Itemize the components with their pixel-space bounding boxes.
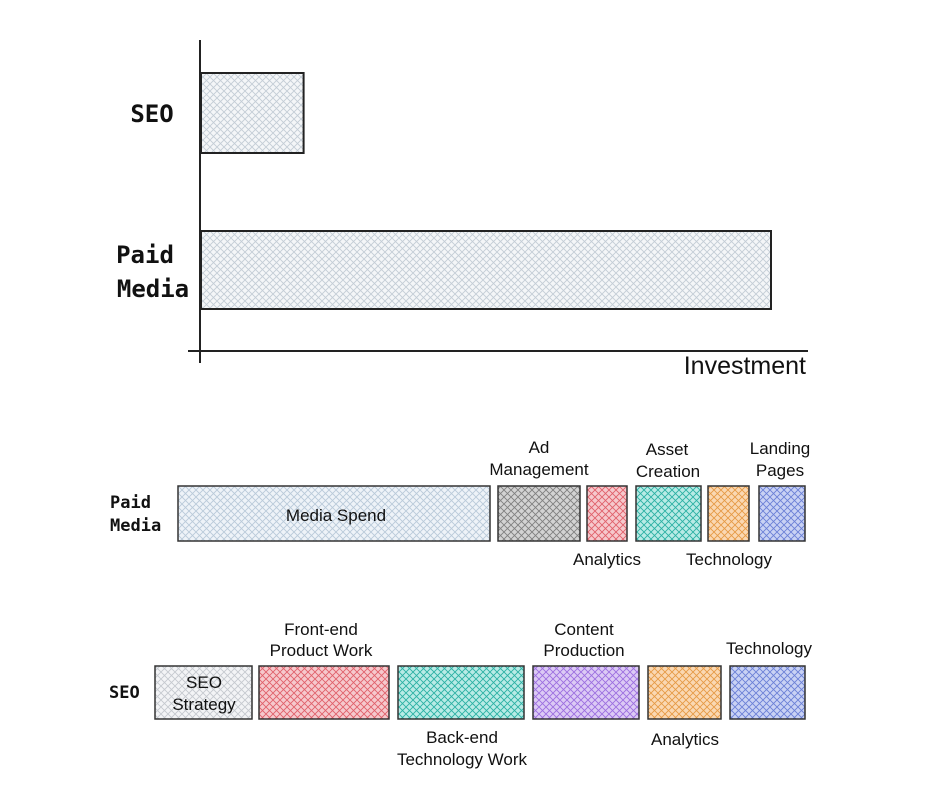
front-end-label-line2: Product Work bbox=[270, 641, 373, 660]
landing-pages-label-line2: Pages bbox=[756, 461, 804, 480]
block-content-production bbox=[532, 665, 640, 720]
row-label-seo: SEO bbox=[109, 683, 140, 703]
ad-management-label-line2: Management bbox=[489, 460, 589, 479]
row-label-paid-media-line2: Media bbox=[110, 516, 161, 536]
back-end-label-line2: Technology Work bbox=[397, 750, 528, 769]
seo-strategy-label-line1: SEO bbox=[186, 673, 222, 692]
back-end-label-line1: Back-end bbox=[426, 728, 498, 747]
block-media-spend bbox=[177, 485, 491, 542]
asset-creation-label-line2: Creation bbox=[636, 462, 700, 481]
bar-paid-media bbox=[200, 230, 772, 310]
content-production-label-line2: Production bbox=[543, 641, 624, 660]
block-technology bbox=[707, 485, 750, 542]
seo-breakdown: SEO SEO Strategy Front-end Product Work … bbox=[109, 620, 812, 769]
block-media-spend-label: Media Spend bbox=[286, 506, 386, 525]
technology-label: Technology bbox=[686, 550, 773, 569]
block-landing-pages bbox=[758, 485, 806, 542]
seo-analytics-label: Analytics bbox=[651, 730, 719, 749]
block-front-end-product-work bbox=[258, 665, 390, 720]
x-axis-label: Investment bbox=[684, 352, 806, 380]
bar-label-paid-media-line1: Paid bbox=[116, 241, 174, 269]
block-ad-management bbox=[497, 485, 581, 542]
bar-seo bbox=[200, 72, 305, 154]
analytics-label: Analytics bbox=[573, 550, 641, 569]
bar-label-paid-media-line2: Media bbox=[117, 275, 189, 303]
landing-pages-label-line1: Landing bbox=[750, 439, 811, 458]
block-asset-creation bbox=[635, 485, 702, 542]
ad-management-label-line1: Ad bbox=[529, 438, 550, 457]
bar-label-seo: SEO bbox=[130, 100, 173, 128]
paid-media-breakdown: Paid Media Media Spend Ad Management Ana… bbox=[110, 438, 810, 569]
block-seo-strategy bbox=[154, 665, 253, 720]
front-end-label-line1: Front-end bbox=[284, 620, 358, 639]
seo-strategy-label-line2: Strategy bbox=[172, 695, 236, 714]
block-technology bbox=[729, 665, 806, 720]
investment-bar-chart: Investment SEO Paid Media bbox=[116, 40, 808, 380]
asset-creation-label-line1: Asset bbox=[646, 440, 689, 459]
block-analytics bbox=[586, 485, 628, 542]
block-back-end-technology-work bbox=[397, 665, 525, 720]
seo-technology-label: Technology bbox=[726, 639, 813, 658]
content-production-label-line1: Content bbox=[554, 620, 614, 639]
block-analytics bbox=[647, 665, 722, 720]
row-label-paid-media-line1: Paid bbox=[110, 493, 151, 513]
